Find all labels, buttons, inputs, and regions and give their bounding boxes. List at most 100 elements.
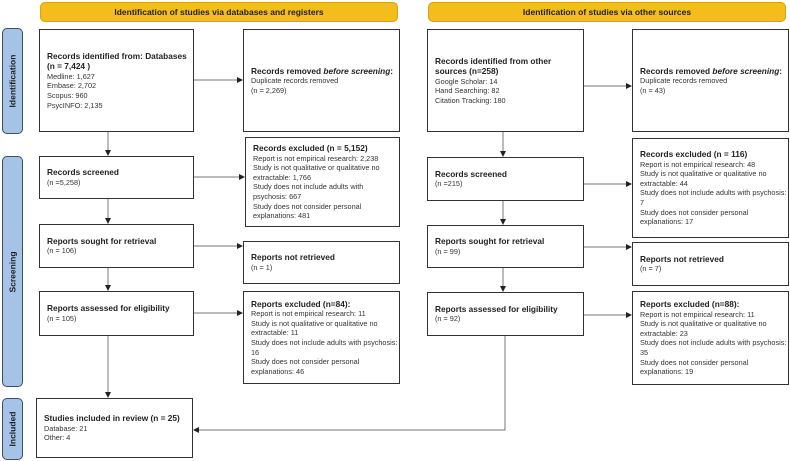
box-db-removed: Records removed before screening:Duplica… bbox=[243, 29, 400, 132]
box-line: (n = 7) bbox=[640, 264, 662, 274]
box-title: Reports not retrieved bbox=[251, 252, 399, 263]
box-line: Study does not consider personal explana… bbox=[640, 357, 749, 377]
title-segment: Records identified from: Databases (n = … bbox=[47, 50, 187, 72]
title-segment: Studies included in review (n = 25) bbox=[44, 413, 180, 424]
title-segment: Reports assessed for eligibility bbox=[435, 303, 558, 314]
box-line: (n =5,258) bbox=[47, 177, 81, 187]
box-line: Report is not empirical research: 11 bbox=[640, 309, 755, 319]
box-title: Reports sought for retrieval bbox=[47, 236, 193, 247]
title-segment: Records screened bbox=[435, 168, 507, 179]
box-line: (n = 105) bbox=[47, 313, 77, 323]
box-line: Duplicate records removed bbox=[251, 76, 339, 86]
title-segment: : bbox=[390, 65, 394, 76]
box-title: Reports assessed for eligibility bbox=[47, 303, 193, 314]
box-other-sought: Reports sought for retrieval(n = 99) bbox=[427, 225, 584, 268]
title-segment: Records screened bbox=[47, 167, 119, 178]
box-db-screened: Records screened(n =5,258) bbox=[39, 156, 194, 199]
box-line: Duplicate records removed bbox=[640, 76, 728, 86]
header-databases: Identification of studies via databases … bbox=[40, 2, 398, 22]
box-line: Study does not consider personal explana… bbox=[253, 201, 362, 221]
box-line: Hand Searching: 82 bbox=[435, 86, 500, 96]
box-line: Study does not consider personal explana… bbox=[640, 207, 749, 227]
box-title: Records excluded (n = 5,152) bbox=[253, 143, 399, 154]
box-title: Records excluded (n = 116) bbox=[640, 149, 788, 160]
box-line: Report is not empirical research: 11 bbox=[251, 309, 366, 319]
stage-screening: Screening bbox=[2, 156, 23, 387]
title-segment: Reports not retrieved bbox=[640, 253, 724, 264]
box-line: Study does not include adults with psych… bbox=[251, 337, 398, 357]
box-line: (n = 99) bbox=[435, 246, 461, 256]
title-segment: Records identified from other sources (n… bbox=[435, 55, 552, 77]
box-line: Study is not qualitative or qualitative … bbox=[640, 319, 767, 338]
box-db-identified: Records identified from: Databases (n = … bbox=[39, 29, 194, 132]
title-segment: Reports excluded (n=88): bbox=[640, 299, 740, 310]
box-title: Reports sought for retrieval bbox=[435, 236, 583, 247]
box-line: (n = 106) bbox=[47, 246, 77, 256]
box-db-sought: Reports sought for retrieval(n = 106) bbox=[39, 224, 194, 268]
box-title: Records screened bbox=[435, 169, 583, 180]
arrow bbox=[193, 336, 506, 433]
title-segment: Records excluded (n = 116) bbox=[640, 149, 748, 160]
box-line: Other: 4 bbox=[44, 433, 71, 443]
box-line: Scopus: 960 bbox=[47, 91, 88, 100]
box-title: Studies included in review (n = 25) bbox=[44, 413, 192, 424]
box-line: Report is not empirical research: 2,238 bbox=[253, 153, 379, 163]
title-segment: Records removed bbox=[251, 65, 324, 76]
box-line: Citation Tracking: 180 bbox=[435, 95, 506, 105]
box-title: Records removed before screening: bbox=[640, 66, 788, 77]
box-line: (n = 92) bbox=[435, 314, 461, 324]
title-segment: Reports sought for retrieval bbox=[47, 235, 157, 246]
box-included: Studies included in review (n = 25)Datab… bbox=[36, 398, 193, 458]
box-line: PsycINFO: 2,135 bbox=[47, 100, 103, 110]
box-line: Study is not qualitative or qualitative … bbox=[253, 163, 380, 182]
box-line: Google Scholar: 14 bbox=[435, 76, 498, 86]
box-line: Study does not consider personal explana… bbox=[251, 357, 360, 376]
box-db-excluded: Records excluded (n = 5,152)Report is no… bbox=[245, 137, 400, 227]
box-line: (n = 2,269) bbox=[251, 85, 287, 95]
box-other-excluded: Records excluded (n = 116)Report is not … bbox=[632, 138, 789, 238]
title-segment: Reports excluded (n=84): bbox=[251, 298, 351, 309]
box-db-not-retrieved: Reports not retrieved(n = 1) bbox=[243, 241, 400, 284]
box-title: Records identified from other sources (n… bbox=[435, 56, 583, 77]
box-db-assessed: Reports assessed for eligibility(n = 105… bbox=[39, 291, 194, 336]
box-title: Records identified from: Databases (n = … bbox=[47, 51, 193, 72]
title-segment: Reports sought for retrieval bbox=[435, 236, 545, 247]
title-segment: Reports assessed for eligibility bbox=[47, 303, 170, 314]
box-line: Report is not empirical research: 48 bbox=[640, 159, 756, 169]
box-line: Medline: 1,627 bbox=[47, 71, 95, 81]
box-line: (n =215) bbox=[435, 179, 463, 189]
title-segment: Reports not retrieved bbox=[251, 252, 335, 263]
box-line: Study is not qualitative or qualitative … bbox=[640, 169, 767, 188]
box-title: Reports not retrieved bbox=[640, 254, 788, 265]
box-title: Reports assessed for eligibility bbox=[435, 304, 583, 315]
box-other-assessed: Reports assessed for eligibility(n = 92) bbox=[427, 292, 584, 336]
title-segment: : bbox=[779, 65, 783, 76]
box-other-screened: Records screened(n =215) bbox=[427, 157, 584, 201]
box-line: Embase: 2,702 bbox=[47, 81, 97, 91]
box-db-reports-excluded: Reports excluded (n=84):Report is not em… bbox=[243, 291, 400, 384]
box-title: Reports excluded (n=84): bbox=[251, 299, 399, 310]
title-segment: Records removed bbox=[640, 65, 713, 76]
box-other-removed: Records removed before screening:Duplica… bbox=[632, 29, 789, 132]
box-line: Study is not qualitative or qualitative … bbox=[251, 318, 378, 338]
box-line: (n = 1) bbox=[251, 262, 273, 272]
header-other-sources: Identification of studies via other sour… bbox=[428, 2, 786, 22]
title-segment: Records excluded (n = 5,152) bbox=[253, 143, 368, 154]
box-other-identified: Records identified from other sources (n… bbox=[427, 29, 584, 132]
box-other-reports-excluded: Reports excluded (n=88):Report is not em… bbox=[632, 291, 789, 385]
box-line: Study does not include adults with psych… bbox=[253, 182, 364, 202]
box-line: Study does not include adults with psych… bbox=[640, 338, 787, 358]
box-other-not-retrieved: Reports not retrieved(n = 7) bbox=[632, 242, 789, 286]
stage-identification: Identification bbox=[2, 28, 23, 134]
box-line: Database: 21 bbox=[44, 423, 88, 433]
box-title: Records removed before screening: bbox=[251, 66, 399, 77]
box-line: Study does not include adults with psych… bbox=[640, 188, 787, 208]
stage-included: Included bbox=[2, 398, 23, 460]
title-segment: before screening bbox=[712, 65, 780, 76]
title-segment: before screening bbox=[323, 65, 391, 76]
box-title: Records screened bbox=[47, 167, 193, 178]
box-line: (n = 43) bbox=[640, 85, 666, 95]
box-title: Reports excluded (n=88): bbox=[640, 299, 788, 310]
